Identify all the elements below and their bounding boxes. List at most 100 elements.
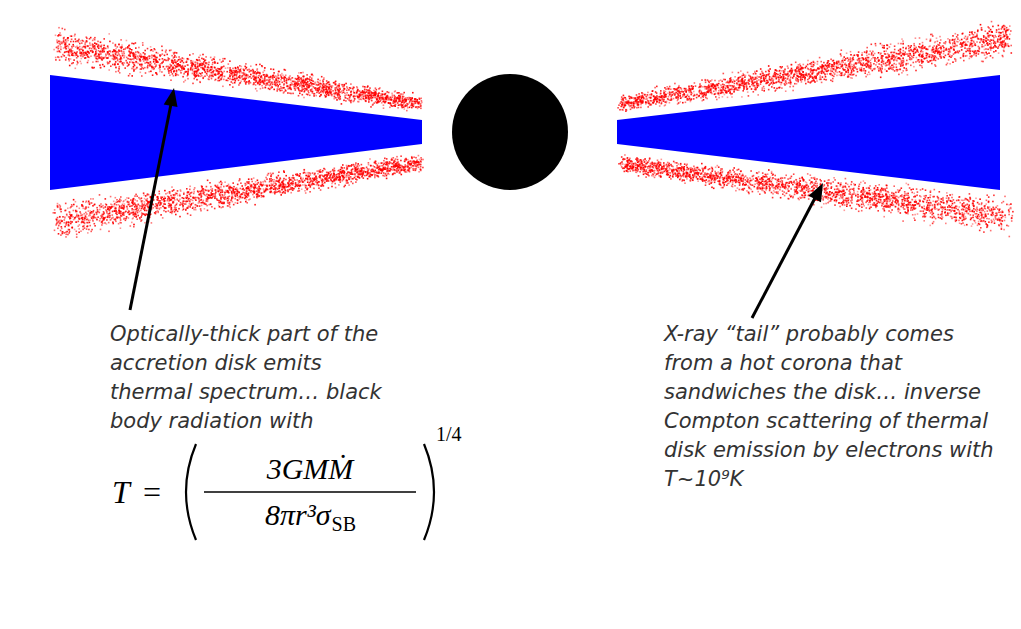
corona-speck (153, 61, 155, 63)
corona-speck (63, 47, 65, 49)
corona-speck (196, 72, 198, 74)
corona-speck (232, 82, 234, 84)
corona-speck (345, 94, 347, 96)
corona-speck (76, 52, 78, 54)
corona-speck (349, 95, 351, 97)
corona-speck (403, 99, 405, 101)
corona-speck (124, 62, 126, 64)
corona-speck (339, 88, 341, 90)
corona-speck (309, 95, 311, 97)
corona-speck (367, 92, 369, 94)
corona-speck (412, 92, 414, 94)
corona-speck (96, 61, 98, 63)
corona-speck (201, 72, 203, 74)
corona-speck (103, 51, 105, 53)
corona-speck (109, 41, 111, 43)
corona-speck (166, 66, 168, 68)
corona-speck (115, 61, 117, 63)
corona-speck (127, 58, 129, 60)
corona-speck (272, 83, 274, 85)
corona-speck (98, 47, 100, 49)
corona-speck (398, 101, 400, 103)
corona-speck (299, 93, 301, 95)
corona-speck (297, 75, 299, 77)
corona-speck (229, 76, 231, 78)
corona-speck (297, 80, 299, 82)
corona-speck (98, 50, 100, 52)
corona-speck (382, 94, 384, 96)
corona-speck (135, 68, 137, 70)
corona-speck (318, 92, 320, 94)
corona-speck (223, 71, 225, 73)
corona-speck (222, 58, 224, 60)
corona-speck (221, 77, 223, 79)
corona-speck (178, 59, 180, 61)
corona-speck (259, 81, 261, 83)
corona-speck (169, 58, 171, 60)
corona-speck (128, 50, 130, 52)
corona-speck (398, 97, 400, 99)
corona-speck (160, 63, 162, 65)
corona-speck (59, 59, 61, 61)
corona-speck (232, 77, 234, 79)
corona-speck (294, 88, 296, 90)
corona-speck (143, 68, 145, 70)
corona-speck (183, 73, 185, 75)
corona-speck (105, 55, 107, 57)
corona-speck (189, 54, 191, 56)
corona-speck (386, 91, 388, 93)
corona-speck (383, 101, 385, 103)
corona-speck (117, 51, 119, 53)
corona-speck (132, 54, 134, 56)
corona-speck (94, 47, 96, 49)
corona-speck (266, 82, 268, 84)
corona-speck (361, 93, 363, 95)
corona-speck (344, 84, 346, 86)
corona-speck (378, 101, 380, 103)
corona-speck (216, 70, 218, 72)
corona-speck (76, 64, 78, 66)
corona-speck (214, 61, 216, 63)
corona-speck (356, 95, 358, 97)
corona-speck (283, 92, 285, 94)
corona-speck (162, 58, 164, 60)
corona-speck (302, 72, 304, 74)
corona-speck (82, 50, 84, 52)
corona-speck (65, 59, 67, 61)
corona-speck (175, 62, 177, 64)
corona-speck (123, 57, 125, 59)
corona-speck (87, 62, 89, 64)
corona-speck (306, 85, 308, 87)
corona-speck (303, 97, 305, 99)
corona-speck (322, 88, 324, 90)
corona-speck (144, 53, 146, 55)
corona-speck (404, 101, 406, 103)
corona-speck (359, 90, 361, 92)
corona-speck (74, 55, 76, 57)
corona-speck (196, 79, 198, 81)
corona-speck (345, 97, 347, 99)
corona-speck (220, 79, 222, 81)
corona-speck (150, 61, 152, 63)
corona-speck (148, 55, 150, 57)
corona-speck (92, 40, 94, 42)
corona-speck (138, 47, 140, 49)
corona-speck (159, 71, 161, 73)
corona-speck (335, 83, 337, 85)
corona-speck (75, 46, 77, 48)
corona-speck (155, 72, 157, 74)
corona-speck (222, 86, 224, 88)
corona-speck (173, 57, 175, 59)
corona-speck (141, 67, 143, 69)
corona-speck (104, 66, 106, 68)
corona-speck (102, 50, 104, 52)
corona-speck (73, 59, 75, 61)
corona-speck (257, 68, 259, 70)
corona-speck (195, 66, 197, 68)
corona-speck (118, 52, 120, 54)
corona-speck (200, 55, 202, 57)
corona-speck (208, 64, 210, 66)
corona-speck (292, 93, 294, 95)
corona-speck (78, 39, 80, 41)
corona-speck (289, 75, 291, 77)
